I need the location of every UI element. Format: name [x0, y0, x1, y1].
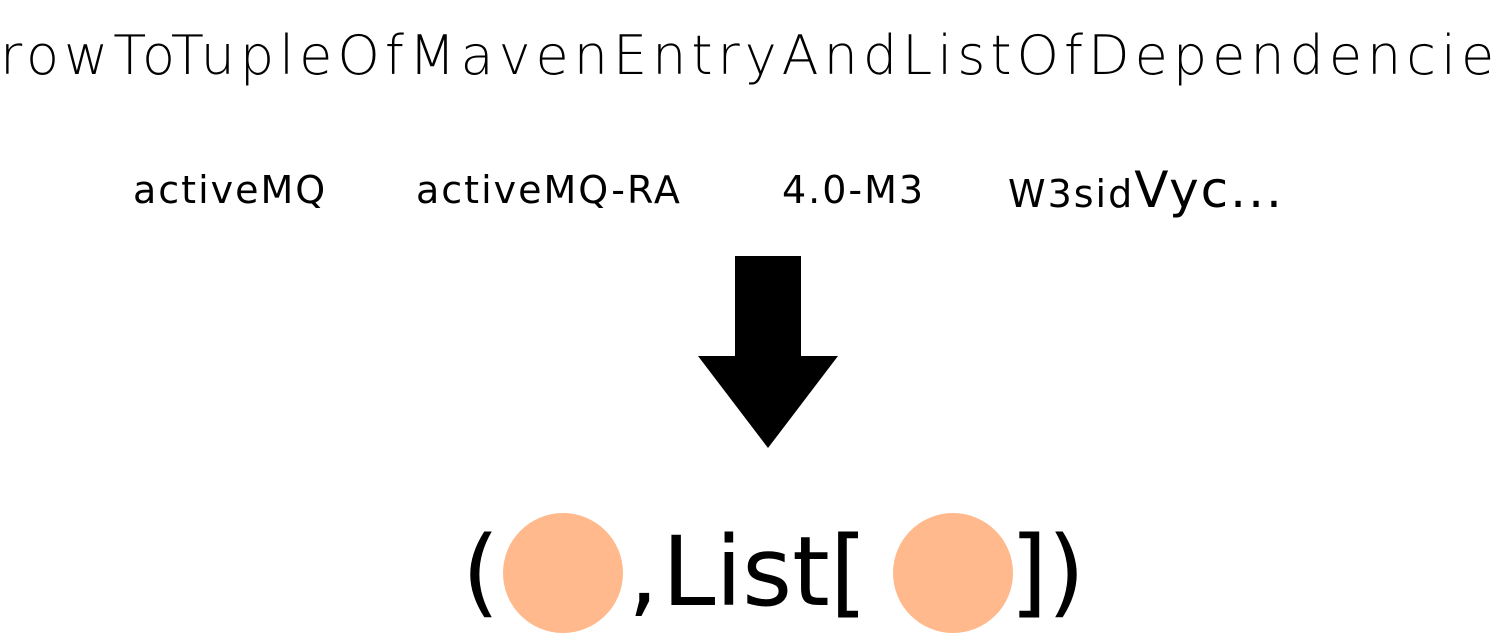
dependency-placeholder-dot: [893, 513, 1013, 633]
tuple-comma: ,: [628, 516, 659, 628]
field-artifact-id: activeMQ-RA: [416, 168, 682, 212]
down-arrow-shape: [698, 256, 838, 448]
maven-entry-placeholder-dot: [503, 513, 623, 633]
field-group-id: activeMQ: [133, 168, 328, 212]
function-name: rowToTupleOfMavenEntryAndListOfDependenc…: [0, 24, 1500, 87]
input-row: activeMQ activeMQ-RA 4.0-M3 W3sidVyc...: [0, 160, 1500, 220]
result-tuple: ( , List[ ]): [0, 505, 1500, 640]
field-hash-prefix: W3sid: [1008, 172, 1135, 216]
tuple-close-brackets: ]): [1010, 516, 1085, 628]
field-hash: W3sidVyc...: [1008, 160, 1284, 224]
down-arrow-icon: [698, 256, 838, 448]
field-version: 4.0-M3: [782, 168, 926, 212]
field-hash-suffix: Vyc...: [1134, 161, 1284, 219]
tuple-open-paren: (: [462, 516, 500, 628]
list-label: List[: [662, 516, 868, 628]
